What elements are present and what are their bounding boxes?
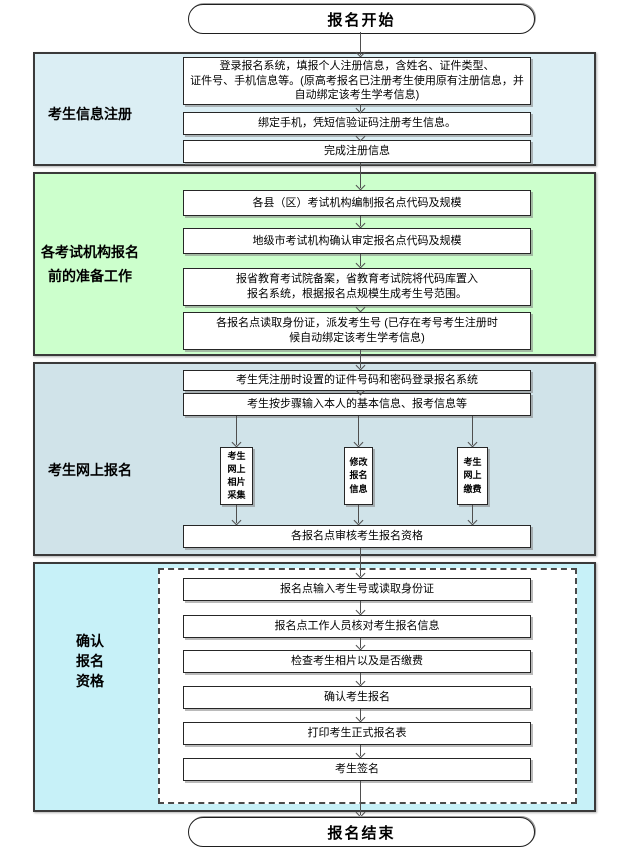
arrow-connector [360,673,361,684]
arrow-connector [360,216,361,226]
end-node: 报名结束 [188,817,535,847]
flow-box-staff-check-info: 报名点工作人员核对考生报名信息 [183,615,531,638]
arrow-start-to-registration [360,32,361,55]
arrow-confirm-to-end [360,781,361,815]
flow-box-login-system: 考生凭注册时设置的证件号码和密码登录报名系统 [183,370,531,391]
start-node: 报名开始 [188,4,535,34]
arrow-branch-modify [358,416,359,445]
flow-box-login-register: 登录报名系统，填报个人注册信息，含姓名、证件类型、 证件号、手机信息等。(原高考… [183,57,531,105]
arrow-connector [360,601,361,613]
arrow-branch-pay [472,416,473,445]
flow-box-bind-phone: 绑定手机，凭短信验证码注册考生信息。 [183,112,531,135]
flow-box-confirm-signup: 确认考生报名 [183,686,531,709]
flow-box-enter-info: 考生按步骤输入本人的基本信息、报考信息等 [183,393,531,416]
section-online-signup-label: 考生网上报名 [48,462,132,478]
branch-box-modify-info: 修改 报名 信息 [344,447,373,505]
arrow-online-to-confirm [360,548,361,576]
arrow-branch-photo [236,416,237,445]
flow-box-county-codes: 各县（区）考试机构编制报名点代码及规模 [183,190,531,216]
arrow-connector [360,745,361,756]
arrow-preparation-to-online [360,350,361,368]
arrow-connector [360,709,361,720]
flow-box-input-candidate-number: 报名点输入考生号或读取身份证 [183,578,531,601]
flow-box-candidate-signature: 考生签名 [183,758,531,781]
arrow-branch-photo-down [236,505,237,523]
arrow-connector [360,254,361,266]
branch-box-photo-collection: 考生 网上 相片 采集 [220,447,253,505]
arrow-branch-pay-down [472,505,473,523]
flow-box-issue-candidate-number: 各报名点读取身份证，派发考生号 (已存在考号考生注册时 候自动绑定该考生学考信息… [183,312,531,350]
section-candidate-registration-label: 考生信息注册 [48,106,132,122]
flow-box-check-photo-payment: 检查考生相片以及是否缴费 [183,650,531,673]
flow-box-review-qualification: 各报名点审核考生报名资格 [183,525,531,548]
arrow-connector [360,638,361,648]
arrow-registration-to-preparation [360,163,361,188]
flow-box-city-confirm-codes: 地级市考试机构确认审定报名点代码及规模 [183,228,531,254]
section-institution-preparation-label: 各考试机构报名 前的准备工作 [41,244,139,284]
arrow-branch-modify-down [358,505,359,523]
flow-box-provincial-filing: 报省教育考试院备案，省教育考试院将代码库置入 报名系统，根据报名点规模生成考生号… [183,268,531,306]
branch-box-online-payment: 考生 网上 缴费 [457,447,488,505]
arrow-connector [360,104,361,111]
flow-box-print-form: 打印考生正式报名表 [183,722,531,745]
flow-box-complete-registration: 完成注册信息 [183,140,531,163]
section-confirm-qualification-label: 确认 报名 资格 [76,633,104,689]
